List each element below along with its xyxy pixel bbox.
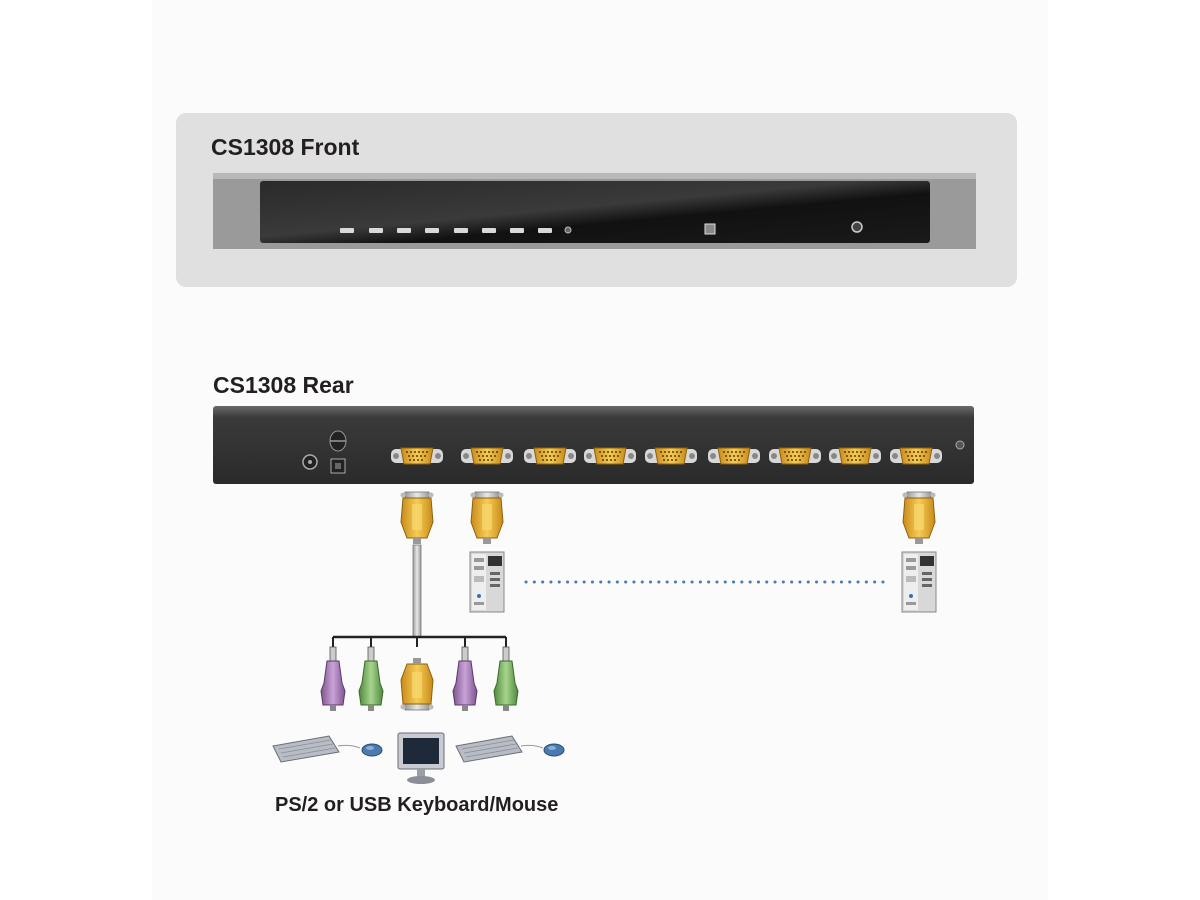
front-device [213,173,976,249]
monitor-icon [397,732,445,784]
computer-icon [469,551,505,613]
rear-ground-icon [955,440,965,450]
front-title: CS1308 Front [211,134,360,160]
front-power-led-icon [851,221,863,233]
console-cable [320,491,519,712]
ps2-keyboard-plug-icon [320,660,346,712]
console-caption: PS/2 or USB Keyboard/Mouse [275,794,559,816]
rear-device [213,406,974,484]
console-devices [272,732,565,784]
keyboard-icon [455,735,523,763]
power-switch-icon [329,430,347,474]
computer-icon [901,551,937,613]
keyboard-icon [272,735,340,763]
usb-mouse-plug-icon [493,660,519,712]
front-switch-icon [704,223,716,235]
mouse-icon [361,743,383,757]
mouse-icon [543,743,565,757]
pc-1 [469,491,505,613]
front-reset-icon [564,226,572,234]
console-vga-port [390,447,444,465]
pc-8 [901,491,937,613]
front-port-leds [340,228,552,233]
power-jack-icon [302,454,318,470]
rear-title: CS1308 Rear [213,372,354,398]
ps2-mouse-plug-icon [358,660,384,712]
usb-keyboard-plug-icon [452,660,478,712]
